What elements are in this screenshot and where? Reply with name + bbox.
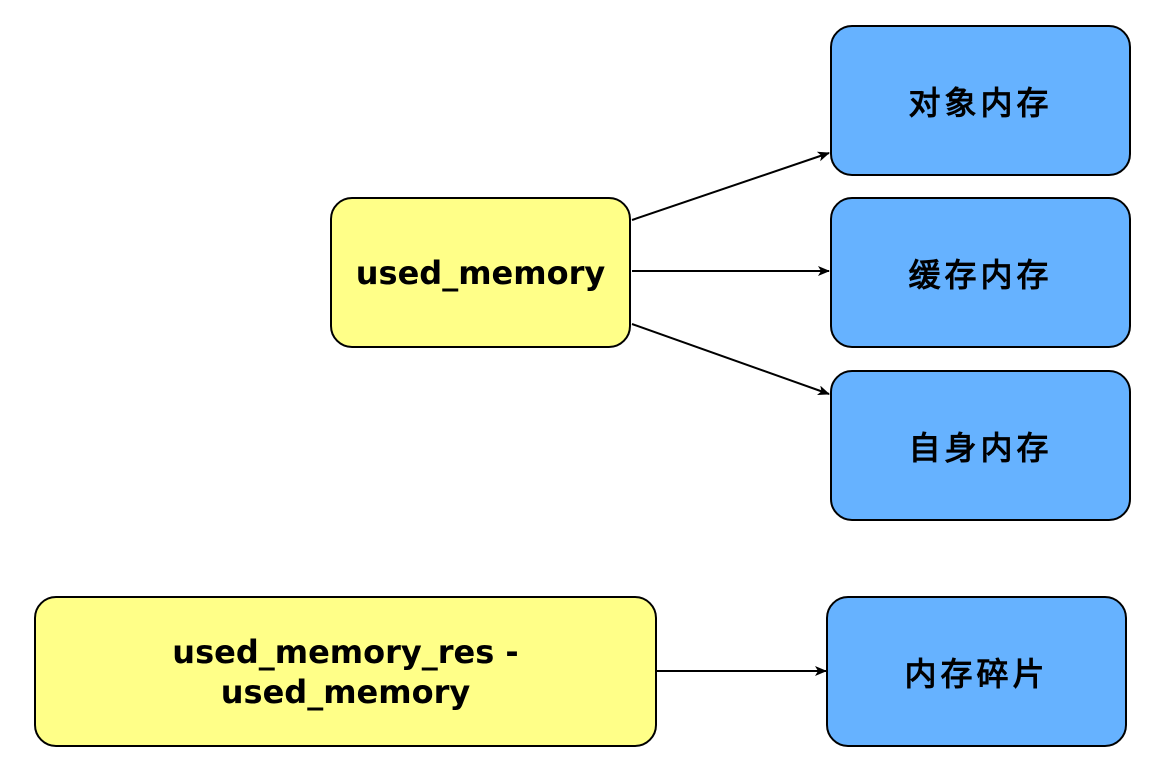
node-cache-memory: 缓存内存 [830,197,1131,348]
node-fragmentation: 内存碎片 [826,596,1127,747]
node-fragmentation-label: 内存碎片 [904,654,1049,693]
node-object-memory: 对象内存 [830,25,1131,176]
node-used-memory-label: used_memory [355,253,606,292]
node-object-memory-label: 对象内存 [908,83,1053,122]
node-self-memory-label: 自身内存 [908,428,1053,467]
node-rss-diff-label: used_memory_res - used_memory [172,632,519,711]
node-self-memory: 自身内存 [830,370,1131,521]
node-used-memory: used_memory [330,197,631,348]
edge-used-memory-to-object-memory [631,151,830,221]
node-cache-memory-label: 缓存内存 [908,255,1053,294]
edge-used-memory-to-self-memory [631,323,830,396]
node-rss-diff: used_memory_res - used_memory [34,596,657,747]
